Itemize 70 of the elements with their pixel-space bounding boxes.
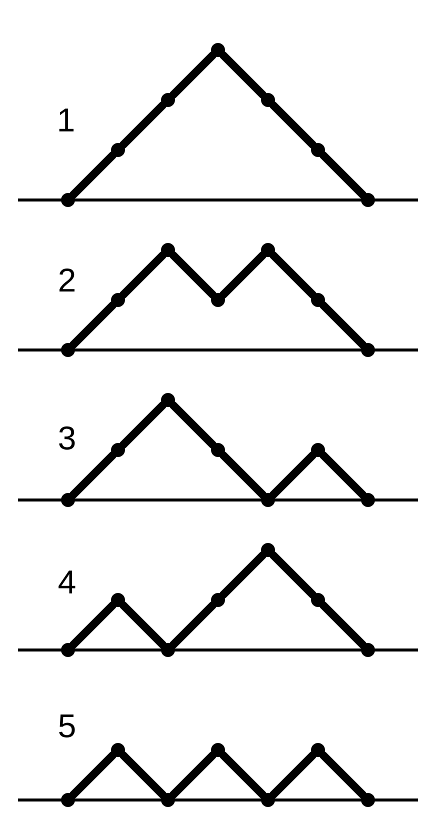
dot xyxy=(211,443,225,457)
line-segment xyxy=(219,451,267,499)
dot xyxy=(311,443,325,457)
dot xyxy=(211,593,225,607)
line-segment xyxy=(319,451,367,499)
dot xyxy=(311,593,325,607)
dot xyxy=(61,643,75,657)
line-segment xyxy=(119,101,167,149)
line-segment xyxy=(269,451,317,499)
dot xyxy=(61,193,75,207)
line-segment xyxy=(269,751,317,799)
line-segment xyxy=(219,251,267,299)
line-segment xyxy=(319,601,367,649)
dot xyxy=(361,343,375,357)
dot xyxy=(211,743,225,757)
dot xyxy=(111,593,125,607)
dot xyxy=(61,343,75,357)
line-segment xyxy=(219,551,267,599)
dot xyxy=(311,293,325,307)
dot xyxy=(161,93,175,107)
line-segment xyxy=(169,251,217,299)
dot xyxy=(161,243,175,257)
dot xyxy=(211,43,225,57)
dot xyxy=(161,643,175,657)
line-segment xyxy=(69,751,117,799)
line-segment xyxy=(119,401,167,449)
line-segment xyxy=(169,751,217,799)
dot xyxy=(161,793,175,807)
line-segment xyxy=(319,301,367,349)
dot xyxy=(161,393,175,407)
line-segment xyxy=(219,51,267,99)
dot xyxy=(361,493,375,507)
dot xyxy=(61,493,75,507)
line-segment xyxy=(169,401,217,449)
line-segment xyxy=(119,601,167,649)
dot xyxy=(111,293,125,307)
line-segment xyxy=(169,51,217,99)
line-segment xyxy=(269,101,317,149)
line-segment xyxy=(169,601,217,649)
dot xyxy=(261,93,275,107)
dot xyxy=(361,643,375,657)
line-segment xyxy=(319,751,367,799)
line-segment xyxy=(69,601,117,649)
line-segment xyxy=(269,551,317,599)
line-segment xyxy=(319,151,367,199)
panel-number: 3 xyxy=(59,426,75,450)
dot xyxy=(211,293,225,307)
panel-number: 2 xyxy=(59,268,74,292)
line-segment xyxy=(69,451,117,499)
dot xyxy=(261,243,275,257)
dot xyxy=(61,793,75,807)
dot xyxy=(111,743,125,757)
dot xyxy=(111,143,125,157)
line-segment xyxy=(219,751,267,799)
dot xyxy=(111,443,125,457)
line-segment xyxy=(119,751,167,799)
line-segment xyxy=(269,251,317,299)
panel-number: 5 xyxy=(59,714,75,738)
dot xyxy=(311,143,325,157)
dot xyxy=(261,793,275,807)
line-segment xyxy=(69,301,117,349)
dot xyxy=(311,743,325,757)
dot xyxy=(361,793,375,807)
line-segment xyxy=(119,251,167,299)
panel-number: 1 xyxy=(59,108,74,132)
dot xyxy=(261,493,275,507)
line-segment xyxy=(69,151,117,199)
dot xyxy=(361,193,375,207)
panel-number: 4 xyxy=(58,570,76,594)
dot xyxy=(261,543,275,557)
